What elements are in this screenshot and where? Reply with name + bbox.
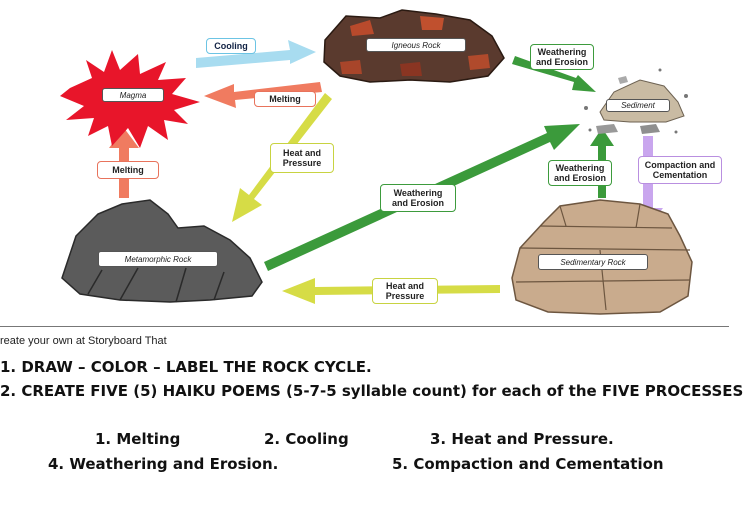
- process-4: 4. Weathering and Erosion.: [48, 455, 279, 473]
- weathering-label-top: Weathering and Erosion: [530, 44, 594, 70]
- heat-pressure-label-top: Heat and Pressure: [270, 143, 334, 173]
- rock-cycle-art: [60, 9, 693, 315]
- storyboard-credit: reate your own at Storyboard That: [0, 335, 167, 347]
- rock-cycle-diagram: Magma Igneous Rock Sediment Metamorphic …: [60, 9, 722, 315]
- divider-line: [0, 326, 729, 327]
- magma-label: Magma: [102, 88, 164, 102]
- igneous-rock-label: Igneous Rock: [366, 38, 466, 52]
- cooling-arrow: [196, 40, 316, 68]
- instruction-line-2: 2. CREATE FIVE (5) HAIKU POEMS (5-7-5 sy…: [0, 382, 743, 400]
- instruction-line-1: 1. DRAW – COLOR – LABEL THE ROCK CYCLE.: [0, 358, 372, 376]
- melting-label-left: Melting: [97, 161, 159, 179]
- sediment-label: Sediment: [606, 99, 670, 112]
- process-1: 1. Melting: [95, 430, 181, 448]
- process-3: 3. Heat and Pressure.: [430, 430, 614, 448]
- metamorphic-rock-label: Metamorphic Rock: [98, 251, 218, 267]
- weathering-label-middle: Weathering and Erosion: [380, 184, 456, 212]
- sedimentary-rock-label: Sedimentary Rock: [538, 254, 648, 270]
- process-5: 5. Compaction and Cementation: [392, 455, 664, 473]
- heat-pressure-label-bottom: Heat and Pressure: [372, 278, 438, 304]
- melting-label-top: Melting: [254, 91, 316, 107]
- process-2: 2. Cooling: [264, 430, 349, 448]
- weathering-label-right: Weathering and Erosion: [548, 160, 612, 186]
- compaction-label: Compaction and Cementation: [638, 156, 722, 184]
- cooling-label: Cooling: [206, 38, 256, 54]
